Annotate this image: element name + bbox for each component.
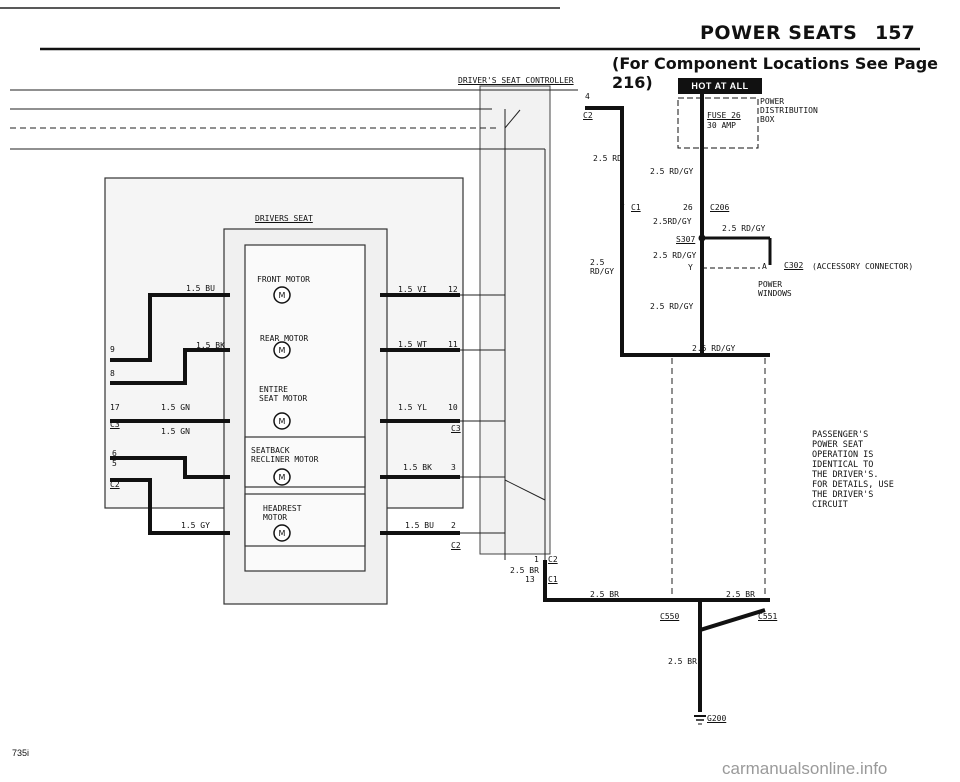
wire-25-rd: 2.5 RD [593,154,622,163]
headrest-motor-label: HEADREST MOTOR [263,504,302,522]
c302-pin-a: A [762,262,767,271]
c302-connector: C302 [784,261,804,270]
wire-25-rdgy-left: 2.5 RD/GY [590,258,615,276]
entire-seat-motor-left-pin: 17 [110,403,120,412]
recliner-motor-left-pin: 6 [112,449,117,458]
rear-motor-left-pin: 8 [110,369,115,378]
rear-motor-right-pin: 11 [448,340,458,349]
c2-top-connector: C2 [583,111,593,120]
rear-motor-right-wire: 1.5 WT [398,340,427,349]
rear-motor-left-wire: 1.5 BK [196,341,225,350]
c551-connector: C551 [758,612,778,621]
c206-pin: 26 [683,203,693,212]
hot-at-all-times-badge: HOT AT ALL TIMES [678,78,762,107]
front-motor-label: FRONT MOTOR [257,275,310,284]
c1-bottom-connector: C1 [548,575,558,584]
entire-seat-motor-right-pin: 10 [448,403,458,412]
recliner-motor-left-wire: 1.5 GN [161,427,190,436]
power-distribution-box-label: POWER DISTRIBUTION BOX [760,97,818,124]
svg-text:M: M [279,473,286,482]
c1-pin-7: 7 [620,203,625,212]
c302-pin-y: Y [688,263,693,272]
c1-connector: C1 [631,203,641,212]
c2-bottom-pin: 1 [534,555,539,564]
c550-connector: C550 [660,612,680,621]
fuse-rating: 30 AMP [707,121,736,130]
pin-4: 4 [585,92,590,101]
entire-seat-motor-label: ENTIRE SEAT MOTOR [259,385,308,403]
wire-25-br-b: 2.5 BR [590,590,619,599]
svg-text:M: M [279,529,286,538]
wire-25-br-d: 2.5 BR [668,657,697,666]
front-motor-right-pin: 12 [448,285,458,294]
front-motor-right-wire: 1.5 VI [398,285,427,294]
wire-25-rdgy-e: 2.5 RD/GY [650,302,694,311]
page-title: POWER SEATS [700,22,858,44]
page-number: 157 [875,22,915,44]
seat-label: DRIVERS SEAT [255,214,313,223]
component-locations-note: (For Component Locations See Page 216) [612,54,939,92]
watermark: carmanualsonline.info [722,759,888,778]
svg-text:M: M [279,291,286,300]
c1-bottom-pin: 13 [525,575,535,584]
c2-right-connector: C2 [451,541,461,550]
recliner-motor-right-wire: 1.5 BK [403,463,432,472]
wire-25-br-a: 2.5 BR [510,566,539,575]
fuse-26-label: FUSE 26 [707,111,741,120]
front-motor-left-wire: 1.5 BU [186,284,215,293]
svg-text:M: M [279,346,286,355]
c302-note: (ACCESSORY CONNECTOR) [812,262,914,271]
g200-ground: G200 [707,714,727,723]
recliner-motor-right-pin: 3 [451,463,456,472]
controller-label: DRIVER'S SEAT CONTROLLER [458,76,574,85]
model-label: 735i [12,748,30,758]
wire-25-rdgy-c: 2.5 RD/GY [722,224,766,233]
c2-bottom-connector: C2 [548,555,558,564]
wire-25-br-c: 2.5 BR [726,590,755,599]
wire-25-rdgy-d: 2.5 RD/GY [653,251,697,260]
headrest-motor-left-wire: 1.5 GY [181,521,210,530]
c2-left-connector: C2 [110,480,120,489]
wire-25-rdgy-b: 2.5RD/GY [653,217,692,226]
headrest-motor-left-pin: 5 [112,459,117,468]
s307-splice: S307 [676,235,696,244]
recliner-motor-label: SEATBACK RECLINER MOTOR [251,446,319,464]
c3-left-connector: C3 [110,420,120,429]
svg-text:M: M [279,417,286,426]
headrest-motor-right-wire: 1.5 BU [405,521,434,530]
entire-seat-motor-left-wire: 1.5 GN [161,403,190,412]
rear-motor-label: REAR MOTOR [260,334,309,343]
c206-connector: C206 [710,203,730,212]
wire-25-rdgy-f: 2.5 RD/GY [692,344,736,353]
entire-seat-motor-right-wire: 1.5 YL [398,403,427,412]
headrest-motor-right-pin: 2 [451,521,456,530]
passenger-note: PASSENGER'S POWER SEAT OPERATION IS IDEN… [812,430,894,510]
front-motor-left-pin: 9 [110,345,115,354]
power-windows-label: POWER WINDOWS [758,280,792,298]
c3-right-connector: C3 [451,424,461,433]
wire-25-rdgy-a: 2.5 RD/GY [650,167,694,176]
